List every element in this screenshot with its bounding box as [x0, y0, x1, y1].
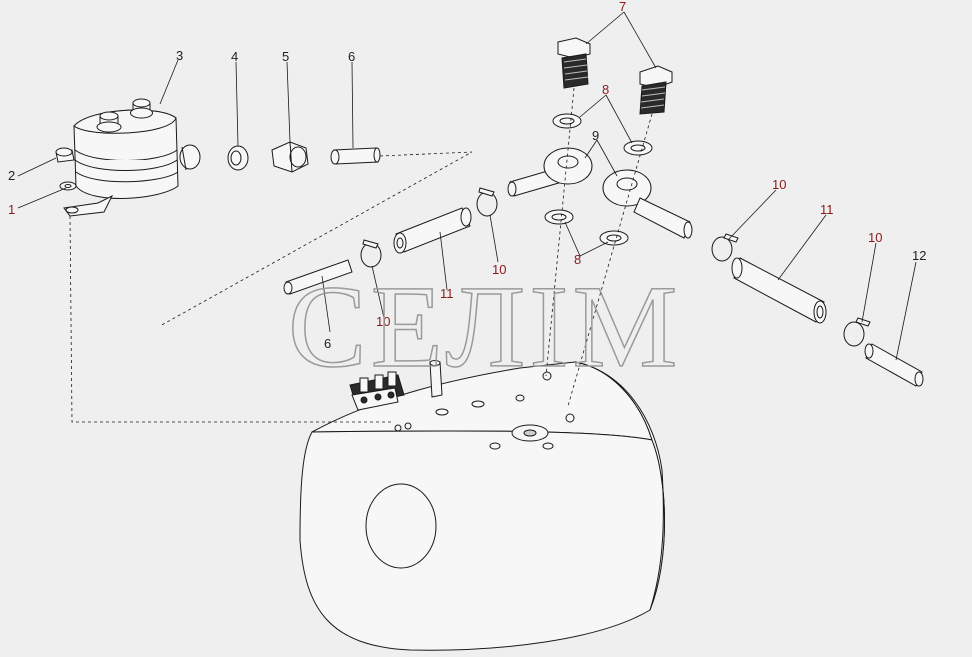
banjo-bolt-7-left — [557, 37, 591, 89]
callout-labels: 1 2 3 4 5 6 6 7 8 8 9 10 10 10 10 11 11 … — [8, 0, 926, 351]
callout-11-left: 11 — [440, 286, 454, 301]
callout-10-b: 10 — [492, 262, 506, 277]
watermark-text: СЕЛІМ — [288, 261, 681, 392]
banjo-fitting-9-right — [602, 169, 693, 239]
hose-11-right — [731, 257, 827, 324]
sealing-washer-8-d — [599, 230, 629, 246]
tank-filler-opening — [365, 483, 437, 569]
callout-10-c: 10 — [772, 177, 786, 192]
sealing-washer-8-a — [552, 113, 582, 129]
sealing-washer-8-b — [623, 140, 653, 156]
callout-8-upper: 8 — [602, 82, 609, 97]
banjo-bolt-7-right — [639, 65, 673, 115]
sealing-washer-8-c — [544, 209, 574, 225]
fuel-pipe-12 — [864, 343, 924, 387]
hose-clamp-10-c — [711, 233, 739, 262]
mounting-bracket — [63, 194, 114, 217]
fuel-pipe-6-upper — [330, 147, 381, 165]
fuel-tank — [299, 360, 665, 651]
callout-8-lower: 8 — [574, 252, 581, 267]
banjo-fitting-9-left — [507, 147, 593, 197]
callout-11-right: 11 — [820, 202, 834, 217]
callout-5: 5 — [282, 49, 289, 64]
callout-1: 1 — [8, 202, 15, 217]
hose-clamp-10-d — [843, 317, 871, 347]
callout-6-upper: 6 — [348, 49, 355, 64]
union-nut-5 — [271, 141, 309, 173]
callout-4: 4 — [231, 49, 238, 64]
sealing-ring-4 — [227, 145, 249, 171]
housing-top-bolt-left — [96, 111, 122, 133]
assembly-dashed-lines — [69, 87, 653, 423]
fuel-filter-housing — [73, 109, 201, 199]
callout-2: 2 — [8, 168, 15, 183]
leader-lines — [17, 11, 917, 361]
washer-1 — [59, 181, 77, 191]
callout-7: 7 — [619, 0, 626, 14]
hose-11-left — [393, 207, 472, 254]
callout-12: 12 — [912, 248, 926, 263]
callout-10-a: 10 — [376, 314, 390, 329]
fuel-valve-block — [349, 371, 405, 411]
callout-3: 3 — [176, 48, 183, 63]
housing-top-bolt-right — [130, 98, 153, 119]
callout-10-d: 10 — [868, 230, 882, 245]
hose-clamp-10-a — [360, 239, 382, 268]
callout-6-lower: 6 — [324, 336, 331, 351]
callout-9: 9 — [592, 128, 599, 143]
fuel-pipe-6-lower — [283, 259, 353, 295]
hose-clamp-10-b — [476, 187, 498, 217]
hex-nut-2 — [55, 147, 75, 163]
